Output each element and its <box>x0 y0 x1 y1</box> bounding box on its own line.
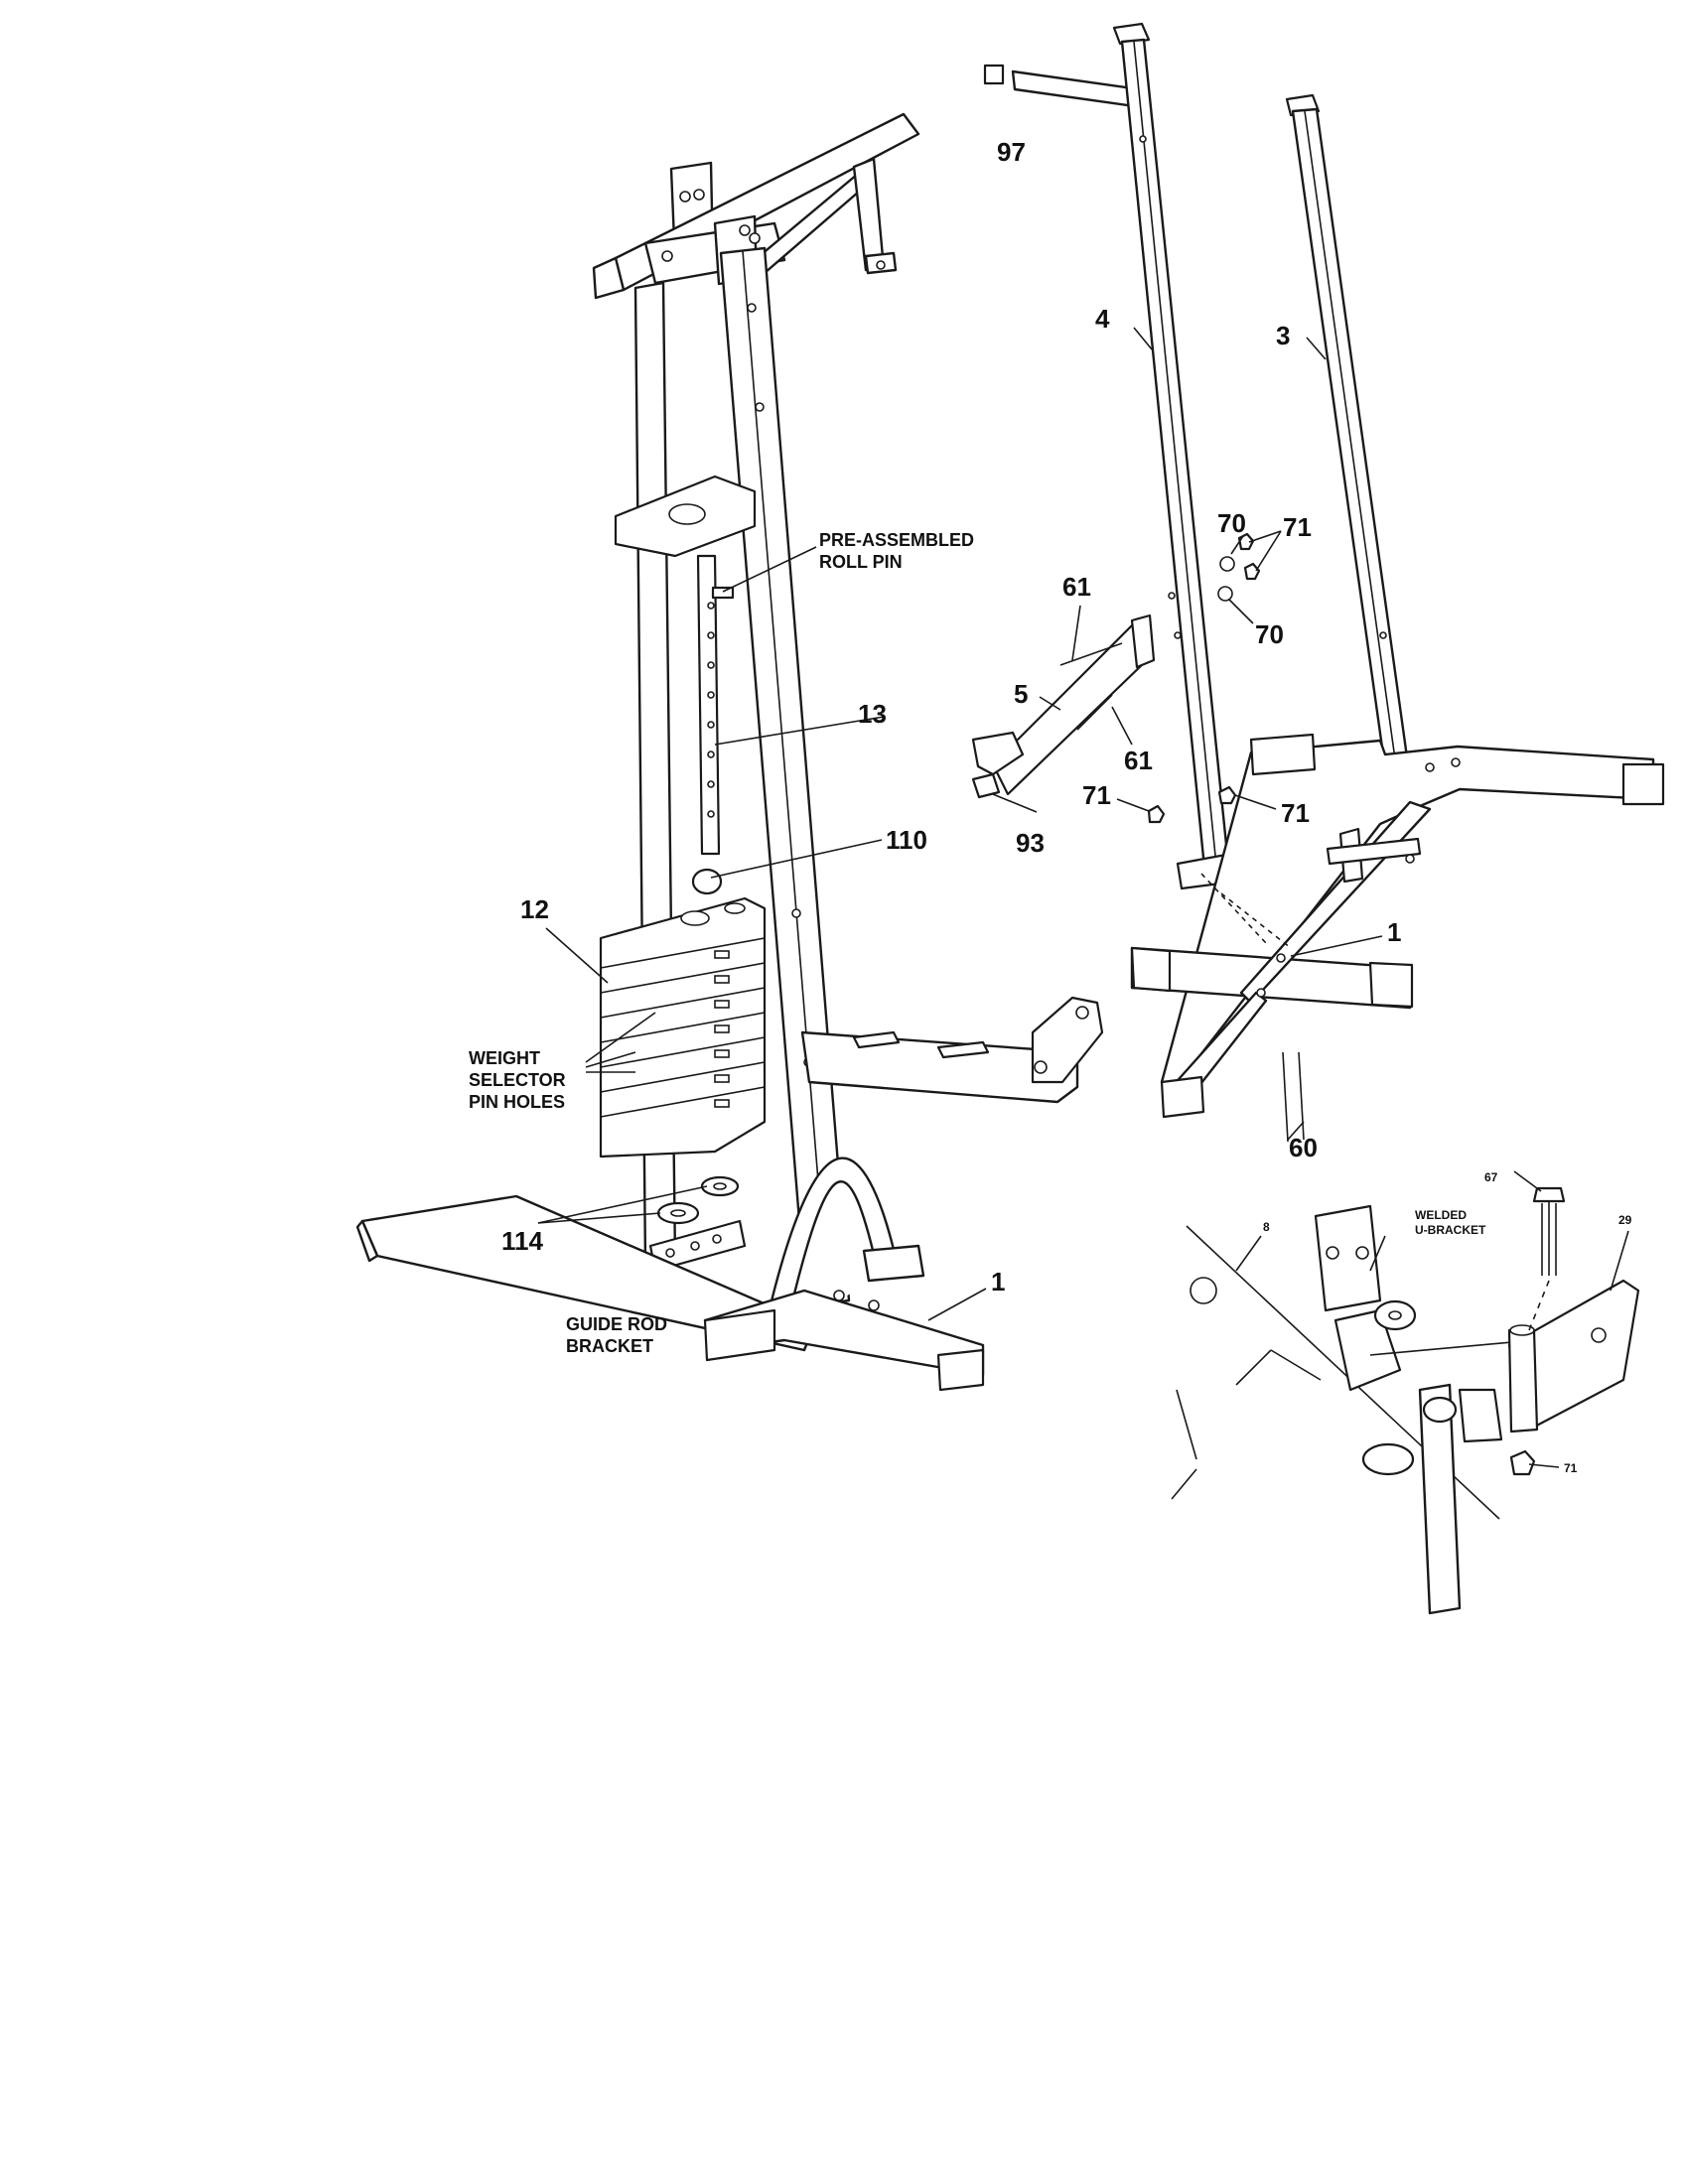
label-70-top: 70 <box>1217 508 1246 538</box>
label-4: 4 <box>1095 304 1110 334</box>
label-1-left: 1 <box>991 1267 1005 1297</box>
label-weight-line2: SELECTOR <box>469 1070 566 1090</box>
label-12: 12 <box>520 894 549 924</box>
label-97: 97 <box>997 137 1026 167</box>
detail-label-welded-line1: WELDED <box>1415 1208 1467 1222</box>
label-pre-assembled-line2: ROLL PIN <box>819 552 903 572</box>
label-93: 93 <box>1016 828 1045 858</box>
label-71-right: 71 <box>1281 798 1310 828</box>
label-114: 114 <box>501 1226 543 1256</box>
label-61-top: 61 <box>1062 572 1091 602</box>
callout-labels: 97 4 3 70 71 70 61 5 61 93 71 71 1 60 13… <box>469 137 1632 1475</box>
detail-label-67: 67 <box>1484 1170 1498 1184</box>
label-5: 5 <box>1014 679 1028 709</box>
label-3: 3 <box>1276 321 1290 350</box>
leader-lines <box>537 327 1629 1468</box>
label-60: 60 <box>1289 1133 1318 1162</box>
rear-frame-exploded <box>971 22 1665 1143</box>
detail-label-29: 29 <box>1618 1213 1632 1227</box>
label-guide-line2: BRACKET <box>566 1336 653 1356</box>
label-weight-line3: PIN HOLES <box>469 1092 565 1112</box>
detail-label-welded-line2: U-BRACKET <box>1415 1223 1486 1237</box>
weight-stack <box>599 896 767 1159</box>
label-guide-line1: GUIDE ROD <box>566 1314 667 1334</box>
label-1-right: 1 <box>1387 917 1401 947</box>
label-71-top: 71 <box>1283 512 1312 542</box>
label-110: 110 <box>886 825 927 855</box>
detail-label-8: 8 <box>1263 1220 1270 1234</box>
label-weight-line1: WEIGHT <box>469 1048 540 1068</box>
label-pre-assembled-line1: PRE-ASSEMBLED <box>819 530 974 550</box>
label-13: 13 <box>858 699 887 729</box>
label-61-bottom: 61 <box>1124 746 1153 775</box>
u-bracket-detail <box>1171 1186 1640 1615</box>
detail-label-71: 71 <box>1564 1461 1578 1475</box>
main-tower <box>355 112 1104 1392</box>
label-71-left: 71 <box>1082 780 1111 810</box>
label-70-bottom: 70 <box>1255 619 1284 649</box>
